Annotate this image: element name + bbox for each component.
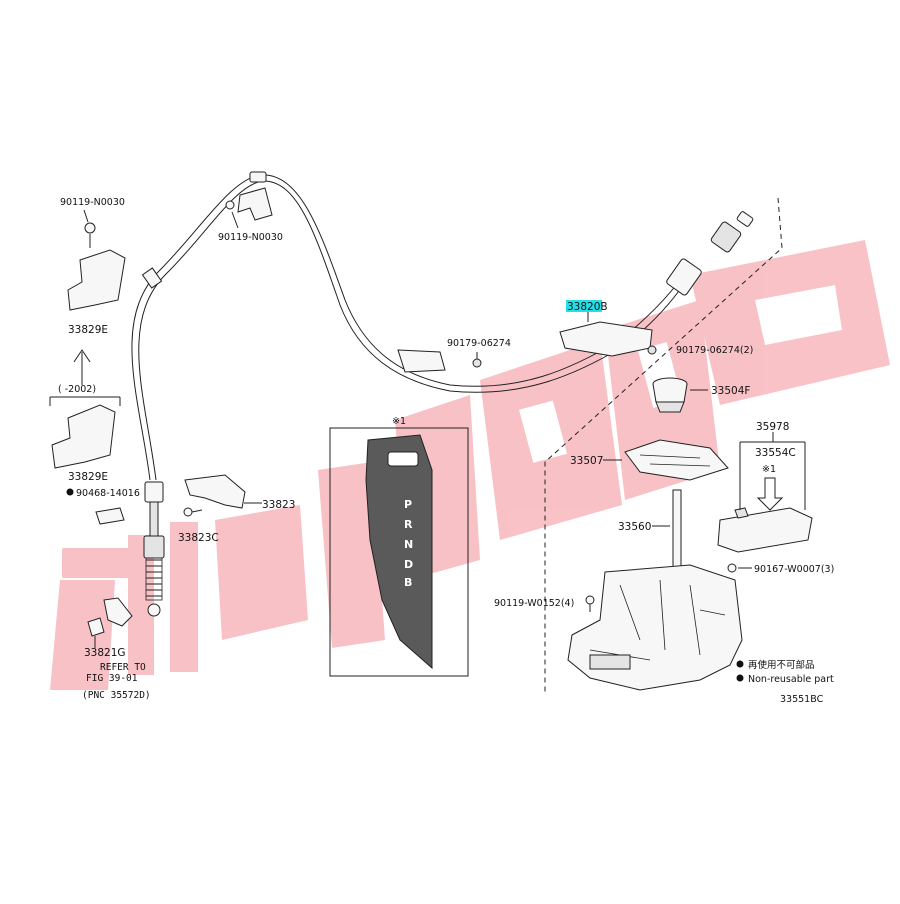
- lever-33560: [652, 489, 682, 576]
- label-33829e-upper: 33829E: [68, 324, 108, 336]
- label-33507: 33507: [570, 455, 603, 467]
- diagram-code: 33551BC: [780, 694, 824, 705]
- mark-x1-panel: ※1: [392, 416, 406, 427]
- label-33504f: 33504F: [711, 385, 750, 397]
- refer-line-1: REFER TO: [100, 662, 146, 673]
- gear-letter-d: D: [404, 558, 413, 571]
- nut-33821g: [87, 597, 133, 648]
- nut-90179-06274-2: [647, 345, 657, 355]
- label-33560: 33560: [618, 521, 651, 533]
- down-arrow-icon: [756, 477, 784, 511]
- cable-end-assembly: [143, 481, 165, 617]
- legend-jp: 再使用不可部品: [748, 659, 815, 671]
- label-90179-06274-2: 90179-06274(2): [676, 345, 753, 356]
- bolt-90167-w0007: [727, 563, 752, 573]
- label-33821g: 33821G: [84, 647, 126, 659]
- bracket-33829e-lower: [51, 404, 116, 469]
- switch-33554c: [717, 507, 813, 553]
- cable-bracket-top: [225, 187, 273, 229]
- label-90179-06274: 90179-06274: [447, 338, 511, 349]
- label-33823c: 33823C: [178, 532, 219, 544]
- assembly-boundary: [544, 197, 783, 692]
- indicator-panel: [365, 434, 433, 670]
- plate-33507: [603, 439, 729, 481]
- watermark-logo-cutouts: [519, 285, 842, 463]
- legend-en: Non-reusable part: [748, 674, 834, 685]
- label-33829e-lower: 33829E: [68, 471, 108, 483]
- bracket-33829e-upper: [67, 209, 126, 311]
- label-90167-w0007: 90167-W0007(3): [754, 564, 834, 575]
- legend-dot-jp: [736, 660, 744, 668]
- label-33554c: 33554C: [755, 447, 796, 459]
- gear-letter-r: R: [404, 518, 413, 531]
- refer-pnc: (PNC 35572D): [82, 690, 151, 701]
- legend-dot-en: [736, 674, 744, 682]
- bracket-33823: [183, 474, 262, 517]
- indicator-panel-frame: [329, 427, 469, 677]
- label-35978: 35978: [756, 421, 789, 433]
- bracket-33820b: [559, 312, 653, 357]
- label-2002: ( -2002): [58, 384, 96, 395]
- gear-letter-p: P: [404, 498, 412, 511]
- label-33823: 33823: [262, 499, 295, 511]
- nut-90179-06274: [472, 352, 482, 368]
- bolt-90119-w0152: [585, 595, 595, 612]
- label-33820b: 33820B: [567, 301, 608, 313]
- label-90119-w0152: 90119-W0152(4): [494, 598, 574, 609]
- shift-lever-housing: [567, 564, 743, 691]
- label-90119-n0030-top: 90119-N0030: [218, 232, 283, 243]
- label-90119-n0030-left: 90119-N0030: [60, 197, 125, 208]
- refer-line-2: FIG 39-01: [86, 673, 138, 684]
- mark-x1-right: ※1: [762, 464, 776, 475]
- label-90468-14016: 90468-14016: [76, 488, 140, 499]
- gear-letter-b: B: [404, 576, 412, 589]
- gear-letter-n: N: [404, 538, 413, 551]
- knob-33504f: [652, 377, 708, 413]
- bracket-35978: [739, 432, 806, 510]
- highlight-33820b: [566, 300, 602, 312]
- shift-cable: [131, 171, 754, 481]
- clip-90468-14016: [66, 488, 125, 525]
- up-arrow-icon: [73, 349, 91, 385]
